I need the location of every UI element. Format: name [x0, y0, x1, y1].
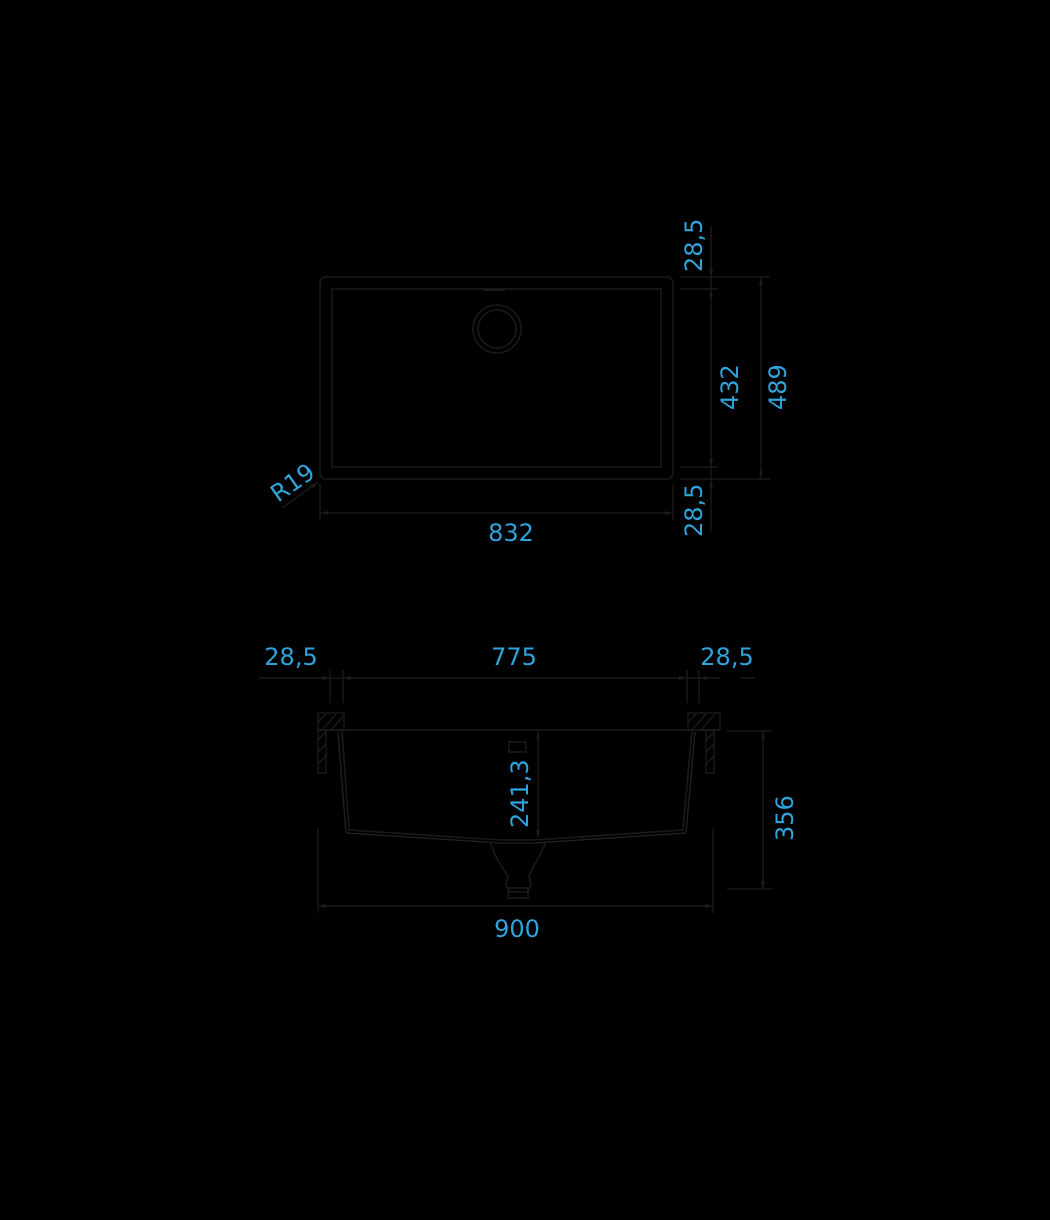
top-view: R19 832 28,5 432 — [265, 219, 792, 547]
inner-width-label: 775 — [491, 643, 537, 671]
sink-inner-outline — [331, 288, 662, 468]
sink-bowl-profile — [334, 729, 698, 841]
bottom-rim-label: 28,5 — [680, 484, 708, 537]
top-width-dimensions — [259, 670, 755, 703]
width-label: 832 — [488, 519, 534, 547]
total-height-label: 356 — [771, 795, 799, 841]
bowl-depth-dimension — [536, 731, 540, 838]
width-dimension — [319, 484, 674, 520]
outer-height-label: 489 — [764, 364, 792, 410]
top-rim-label: 28,5 — [680, 219, 708, 272]
total-width-dimension — [317, 828, 714, 913]
height-dimensions — [680, 226, 770, 532]
inner-height-label: 432 — [716, 364, 744, 410]
side-view: 28,5 775 28,5 — [259, 643, 799, 943]
overflow-icon — [508, 741, 527, 753]
sink-outer-outline — [319, 276, 674, 480]
total-height-dimension — [727, 730, 772, 890]
total-width-label: 900 — [494, 915, 540, 943]
bowl-depth-label: 241,3 — [506, 759, 534, 828]
drain-icon — [472, 304, 522, 354]
right-rim-label: 28,5 — [700, 643, 753, 671]
left-rim-label: 28,5 — [264, 643, 317, 671]
drain-trap-icon — [489, 841, 547, 899]
